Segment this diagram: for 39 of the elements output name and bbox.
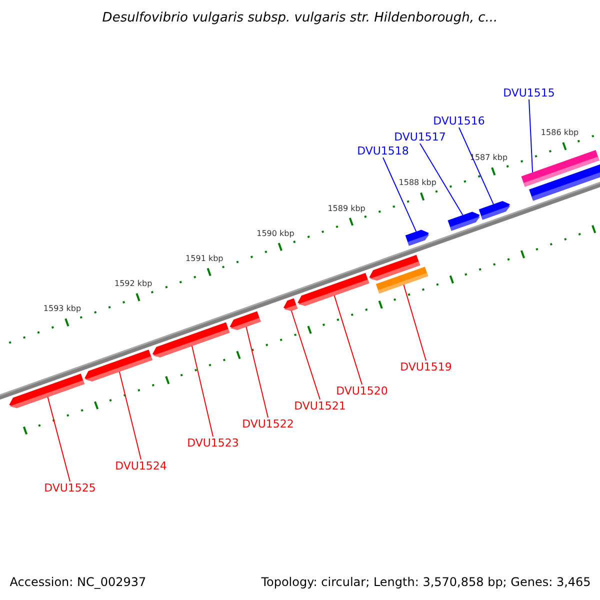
gene-label: DVU1515 — [503, 88, 555, 98]
gene-feature — [283, 298, 298, 311]
map-title: Desulfovibrio vulgaris subsp. vulgaris str. Hildenborough, c... — [102, 12, 498, 24]
scale-label: 1586 kbp — [540, 128, 579, 137]
leader-line — [420, 143, 464, 216]
leader-line — [334, 295, 362, 385]
gene-feature — [298, 272, 370, 306]
feature-bar — [376, 266, 428, 294]
scale-label: 1593 kbp — [43, 305, 82, 314]
gene-label: DVU1520 — [336, 386, 388, 396]
scale-label: 1590 kbp — [256, 230, 294, 238]
gene-feature — [478, 201, 510, 220]
scale-label: 1588 kbp — [398, 179, 436, 188]
leader-line — [47, 396, 70, 482]
gene-feature — [152, 322, 230, 358]
gene-feature — [9, 374, 85, 408]
scale-label: 1592 kbp — [114, 280, 152, 288]
gene-label: DVU1519 — [400, 362, 452, 372]
gene-label: DVU1516 — [433, 116, 485, 126]
leader-line — [458, 127, 494, 205]
accession-text: Accession: NC_002937 — [10, 576, 146, 588]
genome-summary-text: Topology: circular; Length: 3,570,858 bp; Genes: 3,465 — [261, 576, 591, 588]
leader-line — [382, 157, 417, 232]
gene-label: DVU1521 — [294, 400, 346, 412]
feature-bar — [521, 150, 600, 187]
gene-label: DVU1517 — [394, 132, 446, 142]
gene-feature — [405, 230, 430, 246]
gene-label: DVU1522 — [242, 418, 294, 430]
leader-line — [118, 371, 142, 460]
gene-label: DVU1524 — [115, 460, 167, 472]
gene-feature — [448, 212, 480, 231]
gene-label: DVU1525 — [44, 482, 96, 494]
scale-label: 1589 kbp — [328, 204, 366, 212]
gene-feature — [84, 350, 152, 382]
leader-line — [290, 310, 320, 400]
gene-label: DVU1523 — [187, 438, 239, 448]
gene-feature — [230, 311, 261, 330]
scale-label: 1591 kbp — [186, 254, 224, 263]
gene-label: DVU1518 — [357, 146, 409, 156]
